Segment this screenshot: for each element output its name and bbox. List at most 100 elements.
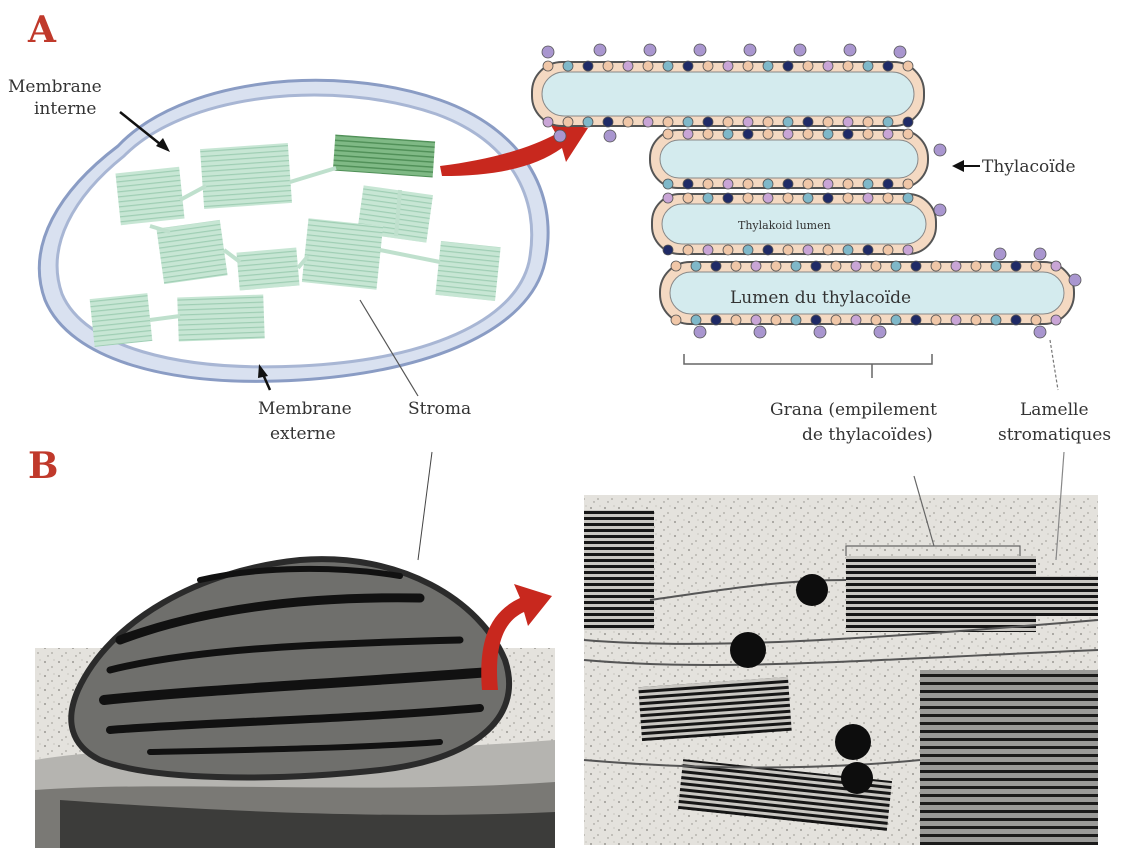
membrane-protein <box>763 61 773 71</box>
membrane-protein <box>703 61 713 71</box>
membrane-protein <box>823 245 833 255</box>
membrane-protein-head <box>1034 326 1046 338</box>
membrane-protein <box>683 179 693 189</box>
membrane-protein <box>903 245 913 255</box>
membrane-protein <box>743 129 753 139</box>
membrane-protein-head <box>934 204 946 216</box>
em-micrograph-chloroplast <box>35 452 555 848</box>
membrane-protein <box>663 245 673 255</box>
membrane-protein <box>903 117 913 127</box>
membrane-protein <box>563 117 573 127</box>
membrane-protein <box>883 117 893 127</box>
membrane-protein <box>711 261 721 271</box>
membrane-protein <box>803 61 813 71</box>
membrane-protein <box>723 117 733 127</box>
membrane-protein <box>683 61 693 71</box>
membrane-protein <box>603 61 613 71</box>
membrane-protein <box>703 117 713 127</box>
membrane-protein <box>871 315 881 325</box>
em-micrograph-thylakoids <box>584 452 1098 845</box>
panel-b-letter: B <box>28 445 58 487</box>
membrane-protein <box>723 129 733 139</box>
membrane-protein <box>543 61 553 71</box>
membrane-protein <box>803 245 813 255</box>
membrane-protein <box>783 179 793 189</box>
membrane-protein <box>771 315 781 325</box>
membrane-protein <box>783 117 793 127</box>
membrane-protein <box>543 117 553 127</box>
pointer-arrow-thylacoide <box>952 160 980 172</box>
plastoglobule <box>841 762 873 794</box>
label-membrane-interne-2: interne <box>34 99 96 119</box>
membrane-protein <box>803 117 813 127</box>
membrane-protein <box>683 117 693 127</box>
membrane-protein <box>843 129 853 139</box>
membrane-protein-head <box>794 44 806 56</box>
membrane-protein <box>743 179 753 189</box>
membrane-protein <box>783 245 793 255</box>
plastoglobule <box>796 574 828 606</box>
label-thylakoid-lumen: Thylakoid lumen <box>738 219 831 232</box>
panel-a-letter: A <box>27 9 57 51</box>
membrane-protein-head <box>554 130 566 142</box>
membrane-protein <box>763 179 773 189</box>
membrane-protein <box>811 261 821 271</box>
membrane-protein <box>763 129 773 139</box>
chloroplast-schematic <box>39 80 548 381</box>
membrane-protein <box>763 193 773 203</box>
granum <box>302 218 383 289</box>
label-membrane-externe-1: Membrane <box>258 399 352 419</box>
membrane-protein <box>1031 261 1041 271</box>
membrane-protein <box>703 245 713 255</box>
membrane-protein <box>883 61 893 71</box>
membrane-protein <box>723 179 733 189</box>
membrane-protein <box>663 193 673 203</box>
membrane-protein <box>643 61 653 71</box>
membrane-protein-head <box>594 44 606 56</box>
membrane-protein-head <box>894 46 906 58</box>
membrane-protein <box>803 179 813 189</box>
membrane-protein-head <box>1069 274 1081 286</box>
label-lamelle-2: stromatiques <box>998 425 1111 445</box>
label-stroma: Stroma <box>408 399 471 419</box>
membrane-protein <box>823 61 833 71</box>
membrane-protein <box>843 179 853 189</box>
membrane-protein <box>703 193 713 203</box>
membrane-protein <box>843 245 853 255</box>
membrane-protein <box>831 315 841 325</box>
membrane-protein <box>723 245 733 255</box>
membrane-protein <box>711 315 721 325</box>
membrane-protein <box>843 117 853 127</box>
membrane-protein <box>691 315 701 325</box>
membrane-protein <box>723 61 733 71</box>
membrane-protein <box>683 245 693 255</box>
membrane-protein <box>1011 261 1021 271</box>
membrane-protein <box>743 245 753 255</box>
membrane-protein <box>891 315 901 325</box>
membrane-protein-head <box>542 46 554 58</box>
label-lamelle-1: Lamelle <box>1020 400 1089 420</box>
membrane-protein <box>991 315 1001 325</box>
membrane-protein <box>851 315 861 325</box>
membrane-protein <box>683 193 693 203</box>
membrane-protein-head <box>744 44 756 56</box>
membrane-protein <box>1011 315 1021 325</box>
membrane-protein-head <box>754 326 766 338</box>
membrane-protein <box>903 179 913 189</box>
membrane-protein <box>663 179 673 189</box>
membrane-protein <box>883 245 893 255</box>
membrane-protein <box>903 193 913 203</box>
membrane-protein <box>671 315 681 325</box>
membrane-protein-head <box>644 44 656 56</box>
membrane-protein <box>623 117 633 127</box>
membrane-protein-head <box>874 326 886 338</box>
membrane-protein <box>783 193 793 203</box>
membrane-protein <box>803 193 813 203</box>
membrane-protein <box>763 245 773 255</box>
membrane-protein <box>683 129 693 139</box>
membrane-protein-head <box>934 144 946 156</box>
membrane-protein-head <box>604 130 616 142</box>
label-thylacoide: Thylacoïde <box>982 157 1076 177</box>
membrane-protein <box>783 61 793 71</box>
